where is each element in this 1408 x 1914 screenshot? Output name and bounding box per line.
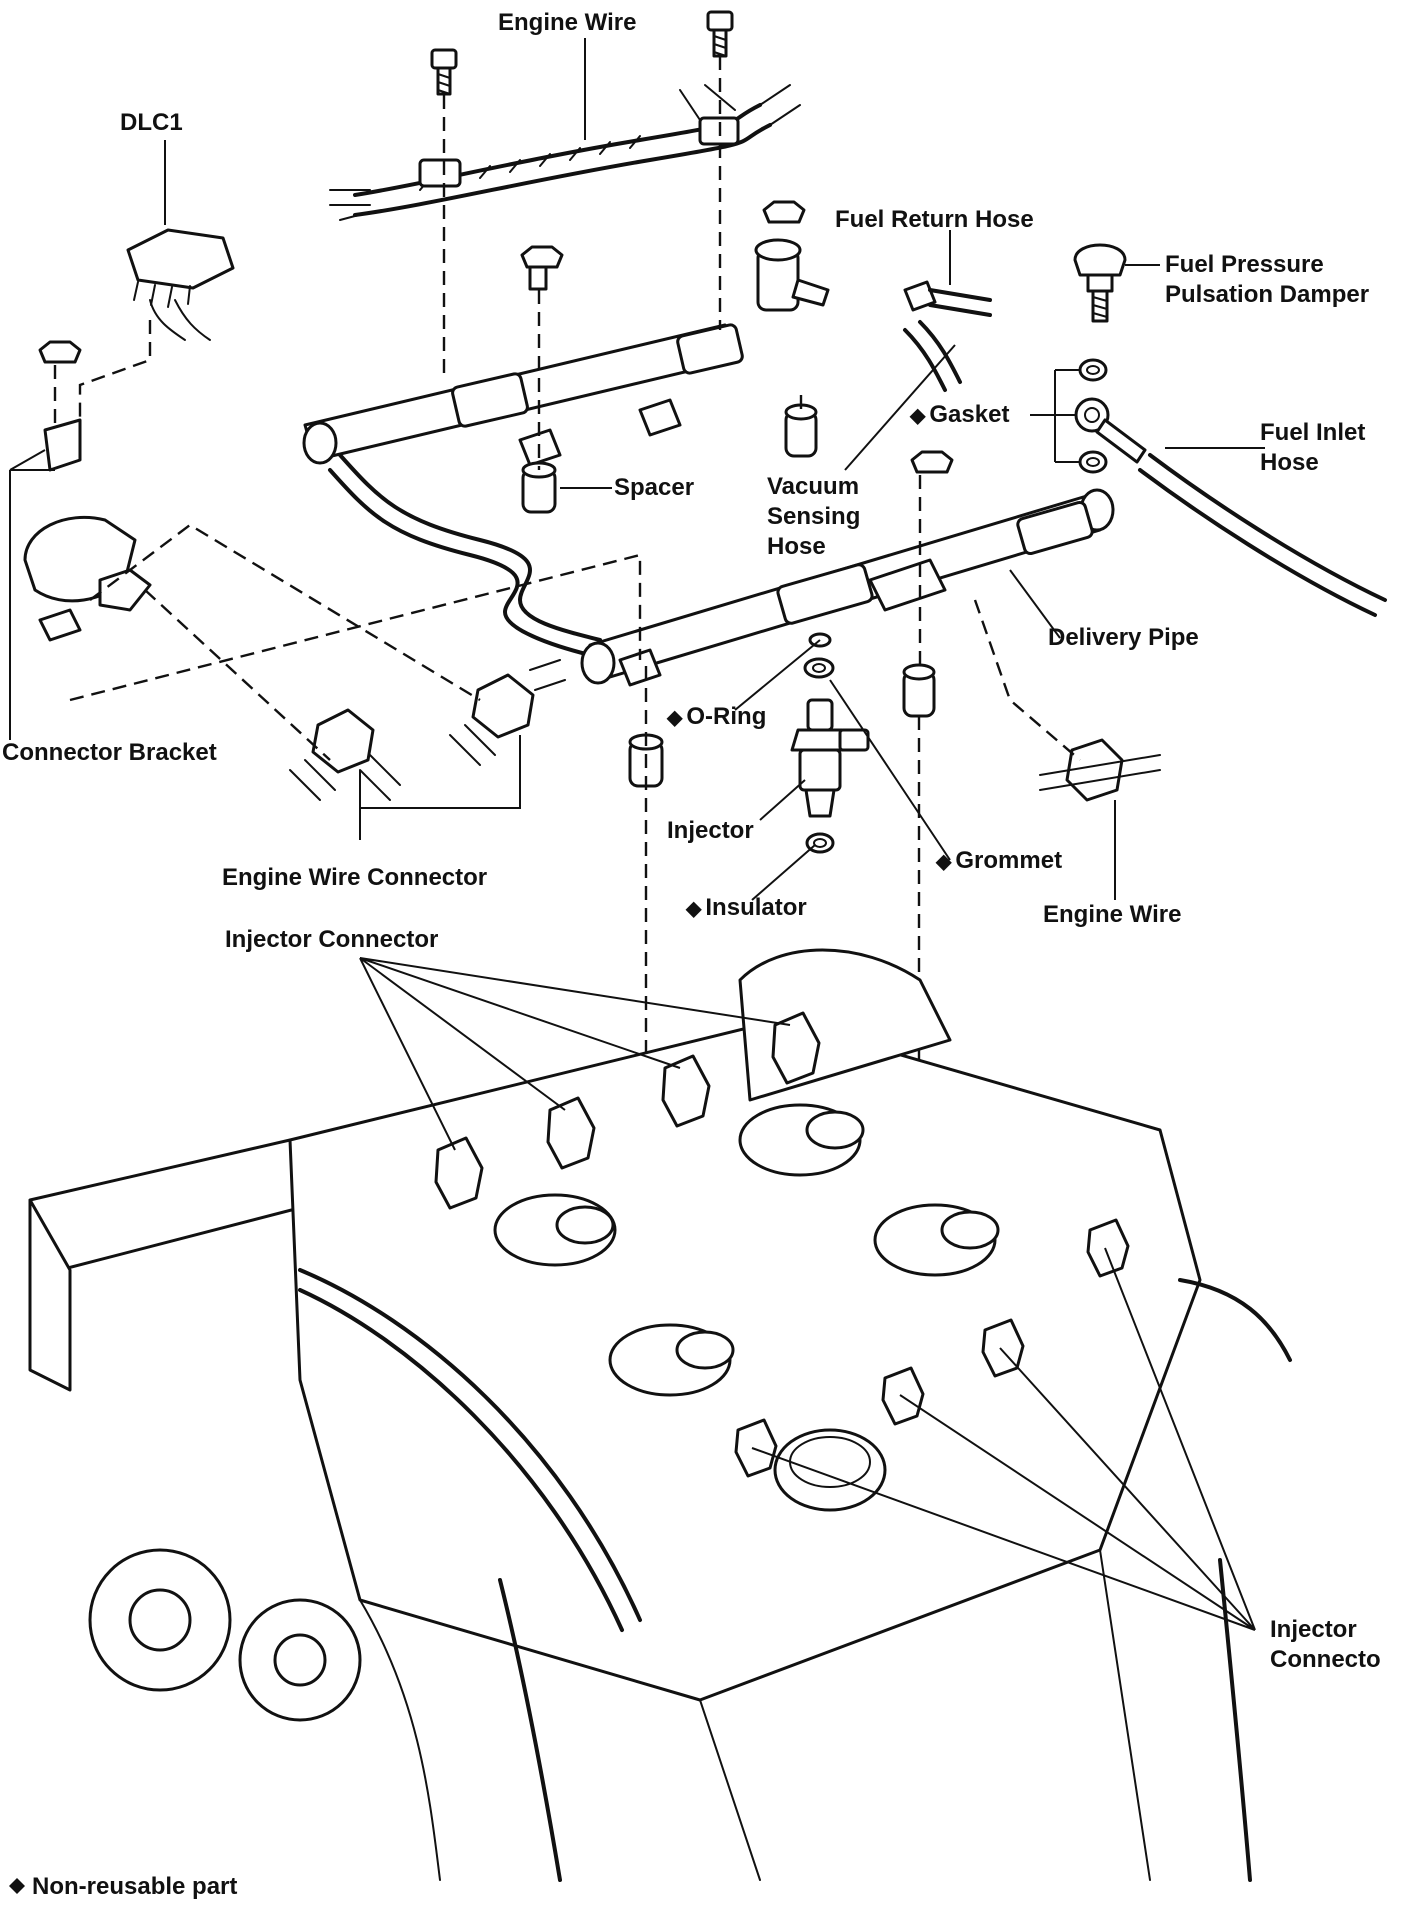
gasket-part (1078, 358, 1108, 382)
label-insulator: ◆Insulator (686, 893, 807, 924)
dlc1-connector (126, 228, 235, 341)
fuel-return-hose (903, 280, 992, 317)
engine-block (28, 948, 1292, 1882)
injector-connector (771, 1011, 821, 1085)
label-o-ring: ◆O-Ring (667, 702, 766, 733)
label-spacer: Spacer (614, 474, 695, 501)
grommet-part (803, 657, 835, 679)
label-injector-connector-right-line1: Injector (1270, 1616, 1357, 1643)
spacer-part (902, 663, 936, 718)
label-fuel-pressure-pulsation-damper-line1: Fuel Pressure (1165, 251, 1324, 278)
nut-icon (762, 200, 806, 224)
vacuum-sensing-hose (903, 320, 962, 392)
non-reusable-diamond-icon (9, 1878, 25, 1894)
nut-icon (38, 340, 82, 364)
fuel-inlet-hose (1074, 397, 1387, 617)
injector-part (790, 698, 870, 818)
label-o-ring-text: O-Ring (686, 703, 767, 730)
engine-wire-connector (289, 708, 401, 801)
label-injector-connector-top: Injector Connector (225, 926, 439, 953)
legend-non-reusable-part: Non-reusable part (32, 1873, 238, 1900)
label-fuel-inlet-hose-line2: Hose (1260, 449, 1319, 476)
leader-lines (9, 38, 1265, 1631)
label-grommet: ◆Grommet (936, 846, 1062, 877)
label-vacuum-sensing-hose-line1: Vacuum (767, 473, 860, 500)
engine-wire-clip (1039, 738, 1161, 802)
gasket-part (1078, 450, 1108, 474)
label-grommet-text: Grommet (955, 847, 1063, 874)
label-gasket: ◆Gasket (910, 400, 1009, 431)
label-fuel-pressure-pulsation-damper-line2: Pulsation Damper (1165, 281, 1370, 308)
non-reusable-diamond-icon: ◆ (936, 851, 952, 873)
label-insulator-text: Insulator (705, 894, 807, 921)
label-delivery-pipe: Delivery Pipe (1048, 624, 1199, 651)
label-dlc1: DLC1 (120, 109, 183, 136)
label-engine-wire-connector: Engine Wire Connector (222, 864, 488, 891)
label-vacuum-sensing-hose-line3: Hose (767, 533, 826, 560)
label-connector-bracket: Connector Bracket (2, 739, 217, 766)
injector-connector (661, 1054, 711, 1128)
nut-icon (910, 450, 954, 474)
nut-icon (520, 245, 564, 291)
non-reusable-diamond-icon: ◆ (667, 707, 683, 729)
delivery-pipe-lower (580, 488, 1115, 687)
label-engine-wire-top: Engine Wire (498, 9, 637, 36)
label-gasket-text: Gasket (929, 401, 1010, 428)
injector-connector (434, 1136, 484, 1210)
injector-connector (734, 1418, 778, 1478)
injector-connector (1086, 1218, 1130, 1278)
label-vacuum-sensing-hose-line2: Sensing (767, 503, 861, 530)
bolt-icon (706, 10, 734, 58)
spacer-part (784, 403, 818, 458)
non-reusable-diamond-icon: ◆ (686, 898, 702, 920)
injector-connector (546, 1096, 596, 1170)
spacer-part (521, 461, 557, 514)
label-engine-wire-right: Engine Wire (1043, 901, 1182, 928)
fuel-pressure-pulsation-damper (1073, 243, 1127, 323)
delivery-pipe-upper (302, 238, 830, 657)
label-injector: Injector (667, 817, 754, 844)
engine-wire-harness-top (329, 10, 801, 221)
label-fuel-inlet-hose-line1: Fuel Inlet (1260, 419, 1366, 446)
label-fuel-return-hose: Fuel Return Hose (835, 206, 1034, 233)
non-reusable-diamond-icon: ◆ (910, 405, 926, 427)
connector-bracket (23, 418, 152, 642)
engine-wire-connector (449, 659, 566, 766)
label-injector-connector-right-line2: Connecto (1270, 1646, 1381, 1673)
bolt-icon (430, 48, 458, 96)
